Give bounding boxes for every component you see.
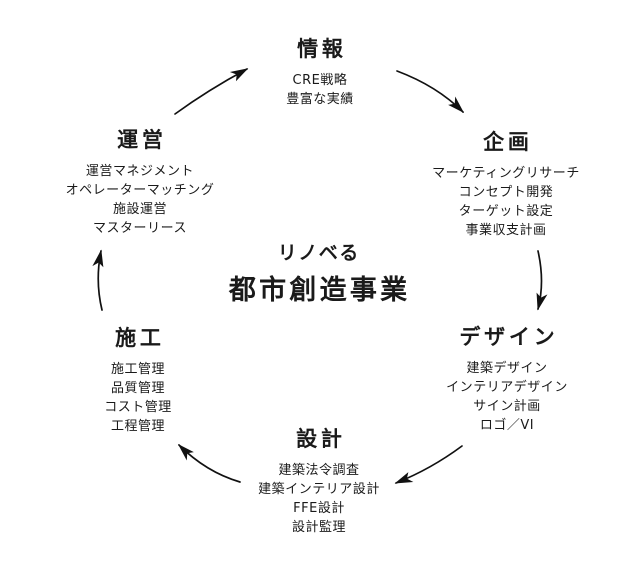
section-item: コスト管理 <box>104 400 172 415</box>
section-item: 品質管理 <box>110 381 166 396</box>
section-sekkei: 設計 建築法令調査 建築インテリア設計 FFE設計 設計監理 <box>189 425 449 537</box>
section-item: 施工管理 <box>110 362 166 377</box>
section-sekou: 施工 施工管理 品質管理 コスト管理 工程管理 <box>8 324 268 436</box>
section-item: 建築法令調査 <box>278 463 360 478</box>
section-sekou-items: 施工管理 品質管理 コスト管理 工程管理 <box>8 360 268 436</box>
section-item: 事業収支計画 <box>465 223 547 238</box>
section-kikaku: 企画 マーケティングリサーチ コンセプト開発 ターゲット設定 事業収支計画 <box>376 128 636 240</box>
section-item: 運営マネジメント <box>85 164 195 179</box>
section-jouhou-title: 情報 <box>297 37 347 61</box>
section-item: 設計監理 <box>291 520 347 535</box>
section-item: サイン計画 <box>473 399 541 414</box>
section-jouhou: 情報 CRE戦略 豊富な実績 <box>190 35 450 109</box>
section-item: 施設運営 <box>112 202 168 217</box>
section-item: 工程管理 <box>110 419 166 434</box>
section-jouhou-items: CRE戦略 豊富な実績 <box>190 71 450 109</box>
section-item: 豊富な実績 <box>286 92 354 107</box>
section-item: インテリアデザイン <box>446 380 568 395</box>
section-unei-title: 運営 <box>117 128 167 152</box>
section-item: ターゲット設定 <box>458 204 554 219</box>
section-sekou-title: 施工 <box>115 326 165 350</box>
section-design-title: デザイン <box>459 325 559 349</box>
section-item: コンセプト開発 <box>458 185 554 200</box>
section-item: オペレーターマッチング <box>65 183 215 198</box>
business-name: 都市創造事業 <box>228 275 411 306</box>
section-item: ロゴ／VI <box>479 418 535 433</box>
section-design: デザイン 建築デザイン インテリアデザイン サイン計画 ロゴ／VI <box>377 323 637 435</box>
section-kikaku-items: マーケティングリサーチ コンセプト開発 ターゲット設定 事業収支計画 <box>376 164 636 240</box>
arrow-kikaku-to-design <box>536 250 548 311</box>
section-kikaku-title: 企画 <box>483 130 533 154</box>
section-sekkei-items: 建築法令調査 建築インテリア設計 FFE設計 設計監理 <box>189 461 449 537</box>
section-item: マーケティングリサーチ <box>432 166 580 181</box>
section-sekkei-title: 設計 <box>296 427 346 451</box>
section-item: マスターリース <box>93 221 187 236</box>
section-unei-items: 運営マネジメント オペレーターマッチング 施設運営 マスターリース <box>10 162 270 238</box>
center-title: リノベる 都市創造事業 <box>168 241 468 308</box>
section-item: CRE戦略 <box>292 73 348 88</box>
section-item: FFE設計 <box>293 501 345 516</box>
section-unei: 運営 運営マネジメント オペレーターマッチング 施設運営 マスターリース <box>10 126 270 238</box>
brand-name: リノベる <box>277 242 360 264</box>
arrow-sekou-to-unei <box>92 249 104 311</box>
section-item: 建築デザイン <box>466 361 548 376</box>
section-item: 建築インテリア設計 <box>258 482 380 497</box>
section-design-items: 建築デザイン インテリアデザイン サイン計画 ロゴ／VI <box>377 359 637 435</box>
